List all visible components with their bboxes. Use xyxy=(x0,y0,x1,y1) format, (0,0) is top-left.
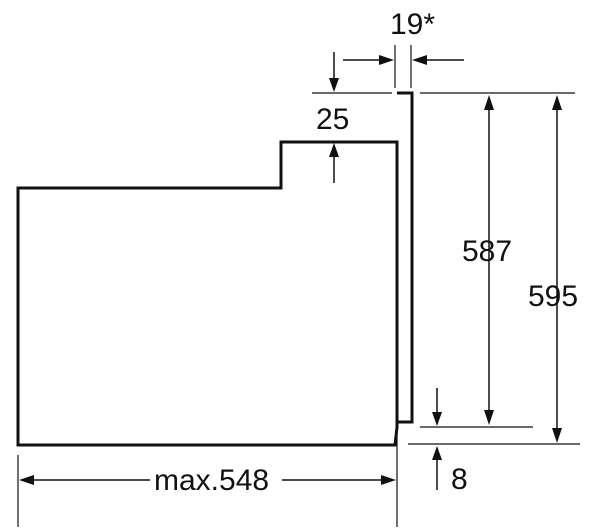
bottom-offset-label: 8 xyxy=(451,463,468,496)
offset-arrow-down-head xyxy=(432,412,442,426)
panel-arrow-right-head xyxy=(412,55,427,65)
step-arrow-up-head xyxy=(329,143,339,157)
depth-arrow-right xyxy=(381,475,396,485)
depth-arrow-left xyxy=(19,475,34,485)
step-arrow-down-head xyxy=(329,78,339,92)
inner-height-arrow-bottom xyxy=(484,410,494,425)
panel-thickness-label: 19* xyxy=(390,8,435,41)
offset-arrow-up-head xyxy=(432,446,442,460)
appliance-body-outline xyxy=(16,140,399,447)
total-height-arrow-bottom xyxy=(552,428,562,443)
front-panel-outline xyxy=(397,91,414,424)
depth-label: max.548 xyxy=(154,464,269,497)
total-height-label: 595 xyxy=(528,280,578,313)
step-height-label: 25 xyxy=(316,103,349,136)
inner-height-label: 587 xyxy=(462,235,512,268)
total-height-arrow-top xyxy=(552,95,562,110)
panel-arrow-left-head xyxy=(379,55,394,65)
inner-height-arrow-top xyxy=(484,95,494,110)
